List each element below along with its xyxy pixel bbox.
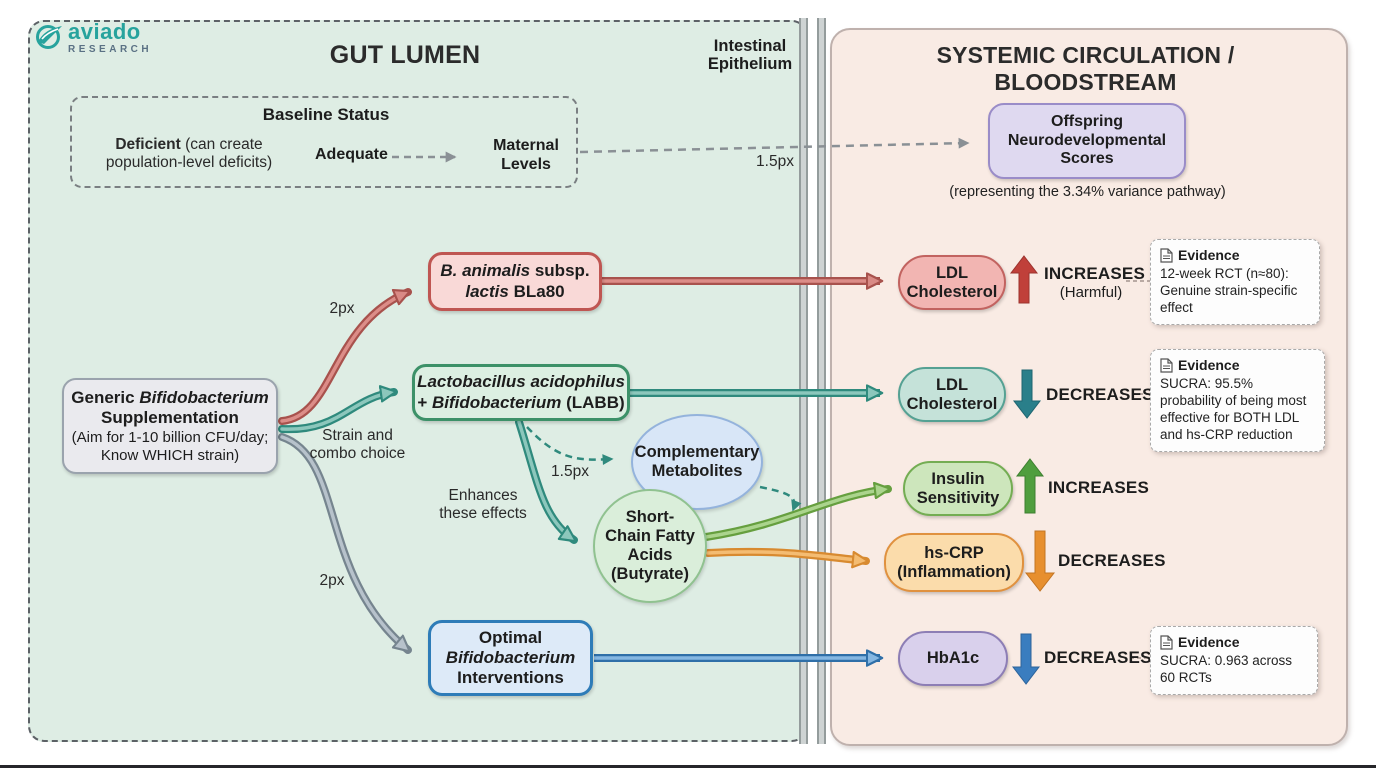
gut-lumen-title: GUT LUMEN xyxy=(329,41,481,69)
deficient-term: Deficient xyxy=(115,136,181,153)
ldl-up-harmful-note: (Harmful) xyxy=(1059,284,1123,301)
logo-name: aviado xyxy=(68,19,141,44)
optimal-line1: Optimal xyxy=(478,627,543,647)
ldl-up-direction: INCREASES xyxy=(1044,264,1145,283)
edge-weight-optimal: 2px xyxy=(319,572,345,589)
optimal-line2: Interventions xyxy=(457,668,564,688)
generic-pre: Generic xyxy=(71,387,140,407)
deficient-note: (can create population-level deficits) xyxy=(105,136,273,172)
intestinal-epithelium-bar-right xyxy=(817,18,826,744)
evidence-card-hba1c: Evidence SUCRA: 0.963 across 60 RCTs xyxy=(1150,626,1318,695)
logo-swoosh-icon xyxy=(36,25,62,49)
generic-line2: Supplementation xyxy=(101,407,239,427)
edge-enhances-label: Enhances these effects xyxy=(439,487,527,523)
document-icon xyxy=(1160,247,1173,263)
labb-combo-box: Lactobacillus acidophilus + Bifidobacter… xyxy=(412,364,630,421)
evidence-title: Evidence xyxy=(1178,357,1240,373)
bla80-species: B. animalis xyxy=(440,261,531,281)
logo-subtitle: RESEARCH xyxy=(68,43,153,55)
labb-acronym: (LABB) xyxy=(561,392,625,412)
generic-supplementation-box: Generic Bifidobacterium Supplementation … xyxy=(62,378,278,474)
hba1c-direction: DECREASES xyxy=(1044,648,1152,667)
labb-species2: Bifidobacterium xyxy=(431,392,562,412)
ldl-cholesterol-down-pill: LDL Cholesterol xyxy=(898,367,1006,422)
document-icon xyxy=(1160,634,1173,650)
optimal-genus: Bifidobacterium xyxy=(445,647,576,667)
baseline-adequate-label: Adequate xyxy=(315,146,388,163)
intestinal-epithelium-label: Intestinal Epithelium xyxy=(707,37,793,74)
ldl-down-direction: DECREASES xyxy=(1046,385,1154,404)
bla80-code: BLa80 xyxy=(508,281,565,301)
baseline-maternal-label: Maternal Levels xyxy=(493,137,559,174)
labb-plus: + xyxy=(417,392,432,412)
evidence-body: 12-week RCT (n≈80): Genuine strain-speci… xyxy=(1160,266,1298,315)
offspring-label: Offspring Neurodevelopmental Scores xyxy=(1007,112,1167,168)
evidence-title: Evidence xyxy=(1178,247,1240,263)
bla80-strain-box: B. animalis subsp. lactis BLa80 xyxy=(428,252,602,311)
baseline-status-box: Baseline Status Deficient (can create po… xyxy=(70,96,578,188)
hscrp-inflammation-pill: hs-CRP (Inflammation) xyxy=(884,533,1024,592)
bottom-edge-strip xyxy=(0,765,1376,768)
evidence-title: Evidence xyxy=(1178,634,1240,650)
evidence-card-labb: Evidence SUCRA: 95.5% probability of bei… xyxy=(1150,349,1325,452)
offspring-neurodevelopmental-box: Offspring Neurodevelopmental Scores xyxy=(988,103,1186,179)
labb-species1: Lactobacillus acidophilus xyxy=(417,372,625,392)
bla80-lactis: lactis xyxy=(465,281,509,301)
generic-genus: Bifidobacterium xyxy=(139,387,269,407)
systemic-circulation-title: SYSTEMIC CIRCULATION / BLOODSTREAM xyxy=(936,42,1235,95)
edge-weight-bla80: 2px xyxy=(329,300,355,317)
bla80-subsp: subsp. xyxy=(530,261,590,281)
hba1c-pill: HbA1c xyxy=(898,631,1008,686)
generic-note: (Aim for 1-10 billion CFU/day; Know WHIC… xyxy=(71,428,269,464)
baseline-status-title: Baseline Status xyxy=(262,105,390,124)
scfa-butyrate-node: Short-Chain Fatty Acids (Butyrate) xyxy=(593,489,707,603)
evidence-body: SUCRA: 0.963 across 60 RCTs xyxy=(1160,653,1293,685)
hscrp-direction: DECREASES xyxy=(1058,551,1166,570)
optimal-interventions-box: Optimal Bifidobacterium Interventions xyxy=(428,620,593,696)
evidence-body: SUCRA: 95.5% probability of being most e… xyxy=(1160,376,1307,442)
insulin-direction: INCREASES xyxy=(1048,478,1149,497)
document-icon xyxy=(1160,357,1173,373)
edge-weight-maternal: 1.5px xyxy=(756,153,794,170)
baseline-deficient-label: Deficient (can create population-level d… xyxy=(94,136,284,173)
edge-strain-choice: Strain and combo choice xyxy=(309,427,406,463)
intestinal-epithelium-bar-left xyxy=(799,18,808,744)
evidence-card-bla80: Evidence 12-week RCT (n≈80): Genuine str… xyxy=(1150,239,1320,325)
insulin-sensitivity-pill: Insulin Sensitivity xyxy=(903,461,1013,516)
aviado-research-logo: aviado RESEARCH xyxy=(34,19,153,55)
ldl-cholesterol-up-pill: LDL Cholesterol xyxy=(898,255,1006,310)
edge-weight-metabolites: 1.5px xyxy=(551,463,589,480)
variance-pathway-caption: (representing the 3.34% variance pathway… xyxy=(949,184,1226,200)
